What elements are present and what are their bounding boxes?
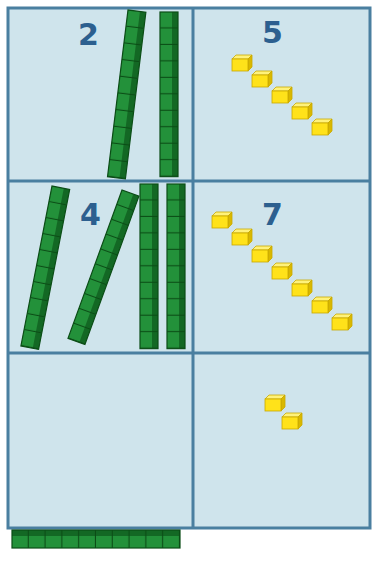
cell-number: 2 [78, 20, 99, 50]
grid [8, 8, 370, 528]
unit-cubes [212, 55, 352, 429]
cell-number: 7 [262, 200, 283, 230]
ten-rods [12, 10, 185, 548]
cell-number: 5 [262, 18, 283, 48]
cell-number: 4 [80, 200, 101, 230]
